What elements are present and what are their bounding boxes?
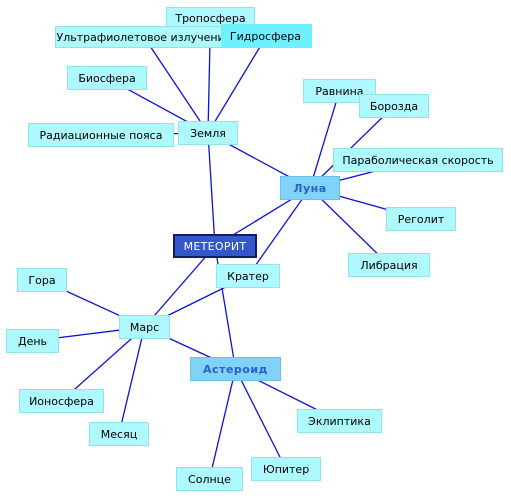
node-ionosphere[interactable]: Ионосфера xyxy=(19,389,104,413)
node-mars[interactable]: Марс xyxy=(119,315,170,339)
node-ecliptic[interactable]: Эклиптика xyxy=(297,409,382,433)
node-moon[interactable]: Луна xyxy=(280,176,340,200)
node-day[interactable]: День xyxy=(6,329,59,353)
node-regolith[interactable]: Реголит xyxy=(386,207,456,231)
node-jupiter[interactable]: Юпитер xyxy=(251,457,321,481)
node-mountain[interactable]: Гора xyxy=(17,268,67,292)
node-meteorite[interactable]: МЕТЕОРИТ xyxy=(173,234,257,258)
node-crater[interactable]: Кратер xyxy=(216,264,280,288)
edge-asteroid-solnce xyxy=(208,368,237,480)
node-earth[interactable]: Земля xyxy=(178,121,238,145)
node-asteroid[interactable]: Астероид xyxy=(190,357,281,381)
node-biosphere[interactable]: Биосфера xyxy=(67,66,147,90)
edge-mars-mesyac xyxy=(118,326,146,435)
node-month[interactable]: Месяц xyxy=(89,422,149,446)
edge-asteroid-yupiter xyxy=(234,368,287,470)
node-furrow[interactable]: Борозда xyxy=(359,94,429,118)
node-parabolic-velocity[interactable]: Параболическая скорость xyxy=(333,148,503,172)
node-ultraviolet-radiation[interactable]: Ультрафиолетовое излучение xyxy=(55,26,233,48)
edge-luna-krater xyxy=(247,187,311,277)
edge-luna-borozda xyxy=(309,105,395,189)
node-troposfera[interactable]: Тропосфера xyxy=(166,7,255,29)
edge-mars-ionosfera xyxy=(61,326,145,402)
node-radiation-belts[interactable]: Радиационные пояса xyxy=(28,123,174,147)
edge-zemlya-gidrosfera xyxy=(207,35,268,134)
edge-luna-ravnina xyxy=(309,90,341,189)
edge-zemlya-uf xyxy=(143,36,209,134)
node-libration[interactable]: Либрация xyxy=(348,253,430,277)
edge-luna-libration xyxy=(309,187,390,266)
node-hydrosphere[interactable]: Гидросфера xyxy=(221,24,312,48)
node-sun[interactable]: Солнце xyxy=(176,467,243,491)
edge-meteorite-mars xyxy=(144,245,216,328)
edge-meteorite-zemlya xyxy=(207,132,216,247)
